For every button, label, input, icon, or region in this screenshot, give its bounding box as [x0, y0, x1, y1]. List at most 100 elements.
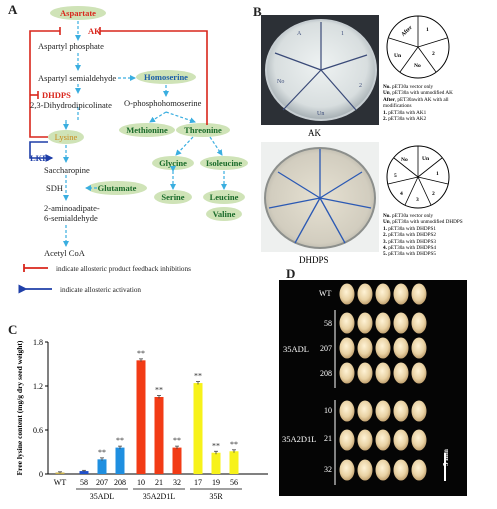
bar	[79, 471, 89, 474]
seed-grid	[334, 283, 427, 485]
bar	[229, 451, 239, 474]
label-aspartate: Aspartate	[60, 8, 96, 18]
y-tick-label: 1.8	[33, 338, 43, 347]
seed-label-21: 21	[324, 434, 332, 443]
label-ak: AK	[88, 26, 101, 36]
label-leucine: Leucine	[210, 192, 239, 202]
panel-label-b: B	[253, 4, 262, 19]
label-valine: Valine	[213, 209, 236, 219]
label-glycine: Glycine	[159, 158, 187, 168]
bubble-isoleucine	[200, 156, 248, 170]
bar	[211, 452, 221, 474]
dhdps-sector-diagram: No Un 1 2 3 4 5	[386, 145, 450, 209]
legend-activation-text: indicate allosteric activation	[60, 286, 141, 294]
label-dihydrodipicolinate: 2,3-Dihydrodipicolinate	[30, 100, 112, 110]
seed-label-35adl: 35ADL	[283, 344, 309, 354]
ak-legend-row: After, pET30awith AK with all	[383, 96, 449, 103]
seed-kernel	[375, 362, 391, 384]
significance-mark: **	[137, 349, 145, 358]
ak-plate-label: AK	[308, 128, 321, 138]
seed-kernel	[339, 362, 355, 384]
bubble-glycine	[152, 156, 194, 170]
dhdps-sector-3: 3	[416, 197, 419, 203]
significance-mark: **	[194, 372, 202, 381]
seed-kernel	[393, 283, 409, 305]
dhdps-sector-no: No	[401, 157, 408, 163]
seed-label-208: 208	[320, 369, 332, 378]
x-tick-label: 17	[194, 478, 202, 487]
group-label: 35R	[209, 492, 223, 501]
ak-legend-row: No. pET30a vector only	[383, 84, 434, 90]
x-tick-label: 19	[212, 478, 220, 487]
bubble-lysine	[48, 130, 84, 144]
seed-kernel	[411, 283, 427, 305]
x-tick-label: 32	[173, 478, 181, 487]
dhdps-sector-4: 4	[400, 191, 403, 197]
ak-mark-3: Un	[317, 111, 324, 117]
seed-label-58: 58	[324, 319, 332, 328]
dhdps-plate-photo	[261, 142, 379, 252]
ak-legend-row: 1. pET30a with AK1	[383, 109, 427, 116]
label-aspartyl-semialdehyde: Aspartyl semialdehyde	[38, 73, 116, 83]
seed-kernel	[393, 400, 409, 422]
bubble-valine	[206, 207, 242, 221]
ak-legend-row: 2. pET30a with AK2	[383, 116, 427, 123]
bar	[172, 447, 182, 474]
bar	[193, 383, 203, 474]
seed-label-10: 10	[324, 406, 332, 415]
group-label: 35ADL	[90, 492, 115, 501]
seed-kernel	[339, 337, 355, 359]
ak-sector-1: 1	[426, 27, 429, 33]
group-label: 35A2D1L	[143, 492, 176, 501]
seed-kernel	[375, 400, 391, 422]
label-methionine: Methionine	[126, 125, 168, 135]
dhdps-legend-row: No. pET30a vector only	[383, 213, 434, 219]
bubble-aspartate	[50, 6, 106, 20]
y-axis-label: Free lysine content (mg/g dry seed weigh…	[15, 340, 24, 475]
label-serine: Serine	[161, 192, 184, 202]
seed-kernel	[411, 459, 427, 481]
dhdps-legend-row: 4. pET30a with DHDPS4	[383, 245, 437, 252]
seed-kernel	[411, 362, 427, 384]
seed-kernel	[375, 337, 391, 359]
seed-kernel	[411, 312, 427, 334]
significance-mark: **	[173, 436, 181, 445]
seed-kernel	[357, 312, 373, 334]
seed-kernel	[339, 283, 355, 305]
ak-mark-2: 2	[359, 83, 362, 89]
x-tick-label: 207	[96, 478, 108, 487]
seed-kernel	[357, 429, 373, 451]
seed-kernel	[357, 283, 373, 305]
dhdps-legend-row: Un, pET30a with unmodified DHDPS	[383, 219, 463, 226]
seed-kernel	[339, 459, 355, 481]
bubble-homoserine	[136, 70, 196, 84]
seed-label-wt: WT	[319, 289, 332, 298]
seed-kernel	[393, 429, 409, 451]
label-isoleucine: Isoleucine	[206, 158, 243, 168]
ak-legend-row: Un, pET30a with unmodified AK	[383, 90, 453, 97]
dhdps-plate-label: DHDPS	[299, 255, 329, 265]
ak-legend-row: modifications	[383, 103, 412, 110]
x-tick-label: 208	[114, 478, 126, 487]
bar	[115, 447, 125, 474]
x-tick-label: WT	[54, 478, 67, 487]
bubble-leucine	[203, 190, 245, 204]
dhdps-legend-row: 2. pET30a with DHDPS2	[383, 232, 437, 239]
x-tick-label: 58	[80, 478, 88, 487]
seed-kernel	[375, 459, 391, 481]
seed-kernel	[393, 337, 409, 359]
ak-sector-diagram: After 1 2 No Un	[386, 15, 450, 79]
significance-mark: **	[98, 448, 106, 457]
bubble-glutamate	[87, 181, 147, 195]
x-tick-label: 56	[230, 478, 238, 487]
seed-kernel	[357, 459, 373, 481]
label-glutamate: Glutamate	[98, 183, 137, 193]
legend-inhibition-text: indicate allosteric product feedback inh…	[56, 265, 191, 273]
y-tick-label: 1.2	[33, 382, 43, 391]
ak-plate-photo: 1 2 Un No A	[261, 15, 379, 125]
dhdps-legend-row: 5. pET30a with DHDPS5	[383, 251, 437, 258]
seed-kernel	[357, 362, 373, 384]
seed-kernel	[393, 362, 409, 384]
label-saccharopine: Saccharopine	[44, 165, 90, 175]
seed-kernel	[375, 283, 391, 305]
